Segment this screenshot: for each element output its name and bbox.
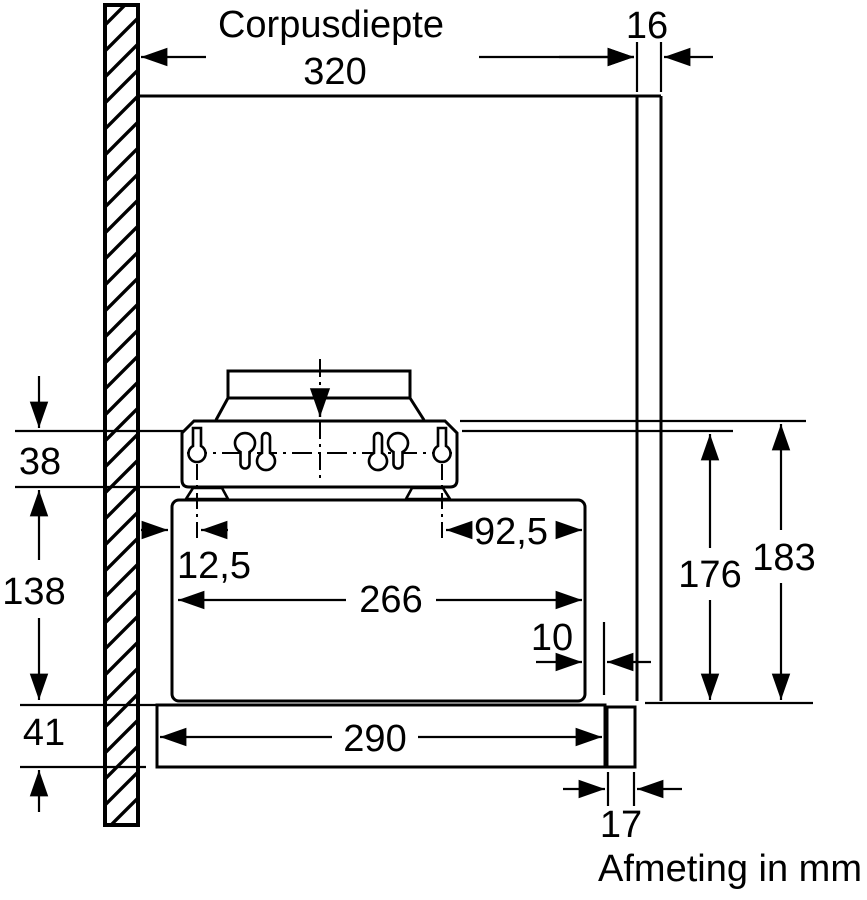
keyhole-icon: [432, 426, 452, 464]
dim-label-38: 38: [19, 441, 61, 483]
wall-section-hatched: [103, 3, 140, 827]
keyhole-icon: [233, 431, 257, 470]
keyhole-icon: [386, 431, 410, 470]
keyhole-slots: [187, 426, 452, 472]
dim-label-266: 266: [359, 579, 422, 621]
dim-label-320: 320: [303, 51, 366, 93]
dim-label-176: 176: [678, 554, 741, 596]
corpus-depth-label: Corpusdiepte: [218, 4, 444, 46]
dim-label-16: 16: [626, 5, 668, 47]
bracket-feet: [183, 486, 453, 501]
keyhole-icon: [367, 431, 389, 472]
dim-label-183: 183: [752, 537, 815, 579]
units-note: Afmeting in mm: [598, 848, 862, 890]
dimension-lines: [29, 47, 791, 812]
keyhole-icon: [255, 431, 277, 472]
dim-label-41: 41: [23, 712, 65, 754]
dim-label-17: 17: [600, 804, 642, 846]
screw-centerlines: [196, 464, 443, 542]
cabinet-outline: [138, 94, 663, 701]
dim-label-12-5: 12,5: [177, 545, 251, 587]
handle-strip: [605, 705, 637, 769]
extension-lines: [15, 42, 813, 806]
dim-label-138: 138: [2, 571, 65, 613]
dim-label-290: 290: [343, 718, 406, 760]
dim-label-10: 10: [531, 617, 573, 659]
keyhole-icon: [187, 426, 207, 464]
dim-label-92-5: 92,5: [474, 511, 548, 553]
hood-body: [170, 498, 587, 703]
